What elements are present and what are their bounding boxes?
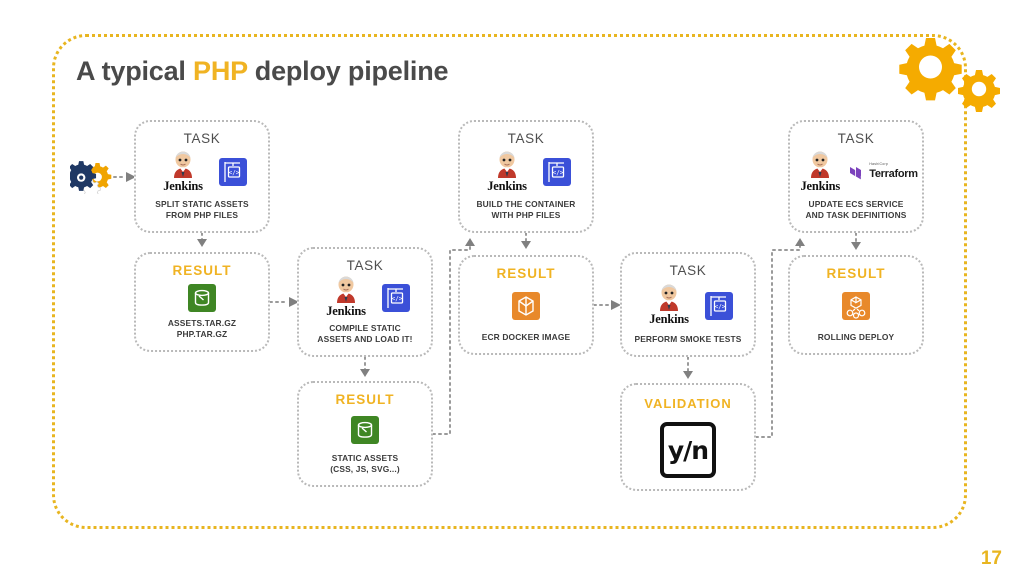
jenkins-wordmark: Jenkins bbox=[800, 178, 841, 193]
node-caption: PERFORM SMOKE TESTS bbox=[634, 333, 742, 344]
aws-s3-bucket-icon bbox=[351, 415, 379, 444]
jenkins-wordmark: Jenkins bbox=[326, 304, 366, 319]
terraform-superscript: HashiCorp bbox=[869, 161, 889, 166]
jenkins-wordmark: Jenkins bbox=[487, 178, 527, 193]
node-task-smoke-tests[interactable]: TASK Jenkins < bbox=[620, 252, 756, 357]
svg-text:</>: </> bbox=[715, 303, 726, 310]
node-result-assets[interactable]: RESULT ASSETS.TAR.GZ PHP.TAR.GZ bbox=[134, 252, 270, 352]
jenkins-logo: Jenkins bbox=[481, 151, 533, 194]
node-title: TASK bbox=[669, 263, 707, 278]
arrowhead-task-build bbox=[465, 238, 475, 246]
jenkins-logo: Jenkins bbox=[794, 151, 846, 194]
aws-codebuild-icon: </> bbox=[705, 291, 733, 320]
node-caption: ASSETS.TAR.GZ PHP.TAR.GZ bbox=[167, 317, 237, 339]
page-number: 17 bbox=[980, 548, 1002, 569]
node-icon-group: Jenkins </> bbox=[299, 273, 431, 323]
node-result-ecr[interactable]: RESULT ECR DOCKER IMAGE bbox=[458, 255, 594, 355]
node-task-build-container[interactable]: TASK Jenkins < bbox=[458, 120, 594, 233]
node-caption: BUILD THE CONTAINER WITH PHP FILES bbox=[476, 198, 576, 220]
title-highlight: PHP bbox=[193, 56, 248, 86]
title-suffix: deploy pipeline bbox=[247, 56, 449, 86]
node-icon-group: Jenkins </> bbox=[136, 146, 268, 199]
arrowhead-result-ecr bbox=[521, 241, 531, 249]
node-title: RESULT bbox=[335, 392, 395, 407]
node-title: RESULT bbox=[496, 266, 556, 281]
svg-text:</>: </> bbox=[553, 170, 564, 177]
node-icon-group: Jenkins HashiCorp Terraform bbox=[790, 146, 922, 199]
node-caption: UPDATE ECS SERVICE AND TASK DEFINITIONS bbox=[805, 198, 907, 220]
jenkins-butler-icon bbox=[660, 284, 678, 312]
node-caption: COMPILE STATIC ASSETS AND LOAD IT! bbox=[317, 322, 413, 344]
jenkins-butler-icon bbox=[174, 151, 192, 178]
node-icon-group bbox=[460, 281, 592, 332]
node-title: TASK bbox=[507, 131, 545, 146]
title-prefix: A typical bbox=[76, 56, 194, 86]
node-icon-group bbox=[136, 278, 268, 318]
terraform-mark-icon bbox=[850, 167, 862, 180]
jenkins-butler-icon bbox=[337, 276, 355, 304]
arrowhead-result-static bbox=[360, 369, 370, 377]
gears-decoration-icon bbox=[899, 38, 1000, 112]
node-validation[interactable]: VALIDATION y/n bbox=[620, 383, 756, 491]
node-icon-group: Jenkins </> bbox=[622, 278, 754, 334]
node-result-rolling-deploy[interactable]: RESULT ROLLING DEPLOY bbox=[788, 255, 924, 355]
arrowhead-validation bbox=[683, 371, 693, 379]
jenkins-wordmark: Jenkins bbox=[163, 178, 203, 193]
yes-no-icon: y/n bbox=[660, 422, 716, 478]
node-caption: ROLLING DEPLOY bbox=[817, 331, 895, 342]
node-title: VALIDATION bbox=[644, 396, 732, 411]
aws-codebuild-icon: </> bbox=[543, 158, 571, 187]
page-title: A typical PHP deploy pipeline bbox=[76, 56, 449, 87]
node-caption: STATIC ASSETS (CSS, JS, SVG...) bbox=[330, 452, 400, 474]
node-task-update-ecs[interactable]: TASK Jenkins HashiCorp bbox=[788, 120, 924, 233]
node-icon-group: Jenkins </> bbox=[460, 146, 592, 199]
jenkins-wordmark: Jenkins bbox=[649, 312, 689, 327]
jenkins-logo: Jenkins bbox=[643, 284, 695, 327]
node-caption: SPLIT STATIC ASSETS FROM PHP FILES bbox=[155, 198, 249, 220]
node-title: TASK bbox=[183, 131, 221, 146]
node-title: TASK bbox=[346, 258, 384, 273]
jenkins-logo: Jenkins bbox=[320, 276, 372, 319]
svg-text:</>: </> bbox=[229, 170, 240, 177]
jenkins-butler-icon bbox=[811, 151, 830, 178]
aws-codebuild-icon: </> bbox=[382, 283, 410, 312]
aws-codebuild-icon: </> bbox=[219, 158, 247, 187]
node-caption: ECR DOCKER IMAGE bbox=[481, 331, 571, 342]
start-gears-cluster-icon bbox=[70, 161, 112, 194]
svg-text:</>: </> bbox=[392, 295, 403, 302]
node-title: RESULT bbox=[826, 266, 886, 281]
node-task-compile[interactable]: TASK Jenkins < bbox=[297, 247, 433, 357]
arrowhead-task-ecs bbox=[795, 238, 805, 246]
node-result-static-assets[interactable]: RESULT STATIC ASSETS (CSS, JS, SVG...) bbox=[297, 381, 433, 487]
aws-ecs-icon bbox=[842, 292, 870, 321]
arrowhead-result-assets bbox=[197, 239, 207, 247]
node-task-split[interactable]: TASK Jenkins < bbox=[134, 120, 270, 233]
jenkins-butler-icon bbox=[498, 151, 516, 178]
node-title: RESULT bbox=[172, 263, 232, 278]
terraform-logo: HashiCorp Terraform bbox=[850, 161, 918, 183]
aws-s3-bucket-icon bbox=[188, 283, 216, 312]
terraform-wordmark: Terraform bbox=[869, 167, 918, 180]
arrowhead-result-rolling bbox=[851, 242, 861, 250]
node-title: TASK bbox=[837, 131, 875, 146]
aws-ecr-icon bbox=[512, 292, 540, 321]
node-icon-group bbox=[790, 281, 922, 332]
node-icon-group bbox=[299, 407, 431, 453]
jenkins-logo: Jenkins bbox=[157, 151, 209, 194]
node-icon-group: y/n bbox=[622, 411, 754, 489]
